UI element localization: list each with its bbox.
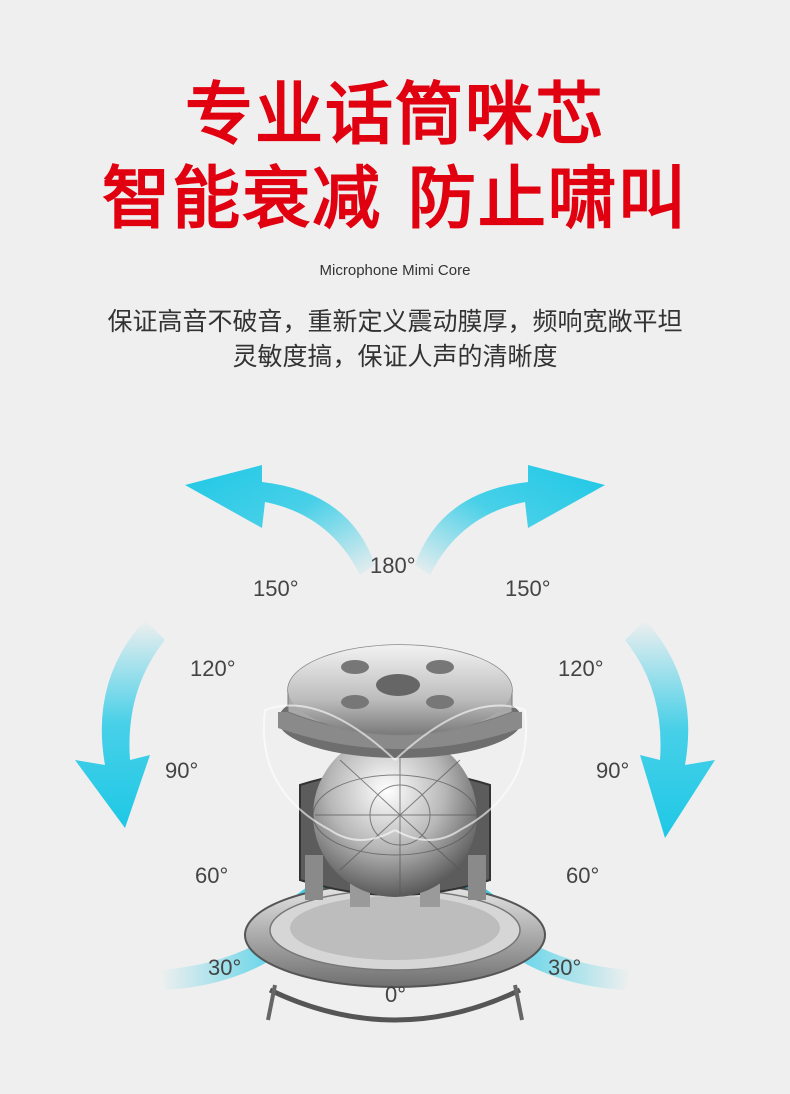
headline-line1: 专业话筒咪芯 bbox=[184, 76, 605, 155]
angle-label-30-right: 30° bbox=[548, 955, 582, 980]
arrow-down-right-icon bbox=[625, 620, 715, 838]
description-line2: 灵敏度搞，保证人声的清晰度 bbox=[232, 342, 558, 371]
angle-label-60-left: 60° bbox=[195, 863, 229, 888]
decorative-petal-outline bbox=[262, 704, 528, 841]
angle-label-30-left: 30° bbox=[208, 955, 242, 980]
arrow-up-right-icon bbox=[415, 465, 605, 575]
angle-label-120-left: 120° bbox=[190, 656, 236, 681]
angle-label-60-right: 60° bbox=[566, 863, 600, 888]
description-line1: 保证高音不破音，重新定义震动膜厚，频响宽敞平坦 bbox=[107, 307, 683, 336]
arrow-up-left-icon bbox=[185, 465, 375, 575]
subtitle-english: Microphone Mimi Core bbox=[319, 262, 471, 279]
diaphragm-base bbox=[244, 882, 546, 1023]
angle-label-120-right: 120° bbox=[558, 656, 604, 681]
headline-line2: 智能衰减 防止啸叫 bbox=[102, 160, 688, 239]
angle-label-0: 0° bbox=[385, 982, 407, 1007]
angle-label-180: 180° bbox=[370, 553, 416, 578]
angle-label-90-left: 90° bbox=[165, 758, 199, 783]
angle-label-150-right: 150° bbox=[505, 576, 551, 601]
magnet-sphere bbox=[312, 733, 478, 897]
angle-label-90-right: 90° bbox=[596, 758, 630, 783]
top-cap bbox=[278, 644, 522, 758]
microphone-core-diagram bbox=[75, 465, 715, 1023]
arrow-down-left-icon bbox=[75, 620, 165, 828]
angle-label-150-left: 150° bbox=[253, 576, 299, 601]
